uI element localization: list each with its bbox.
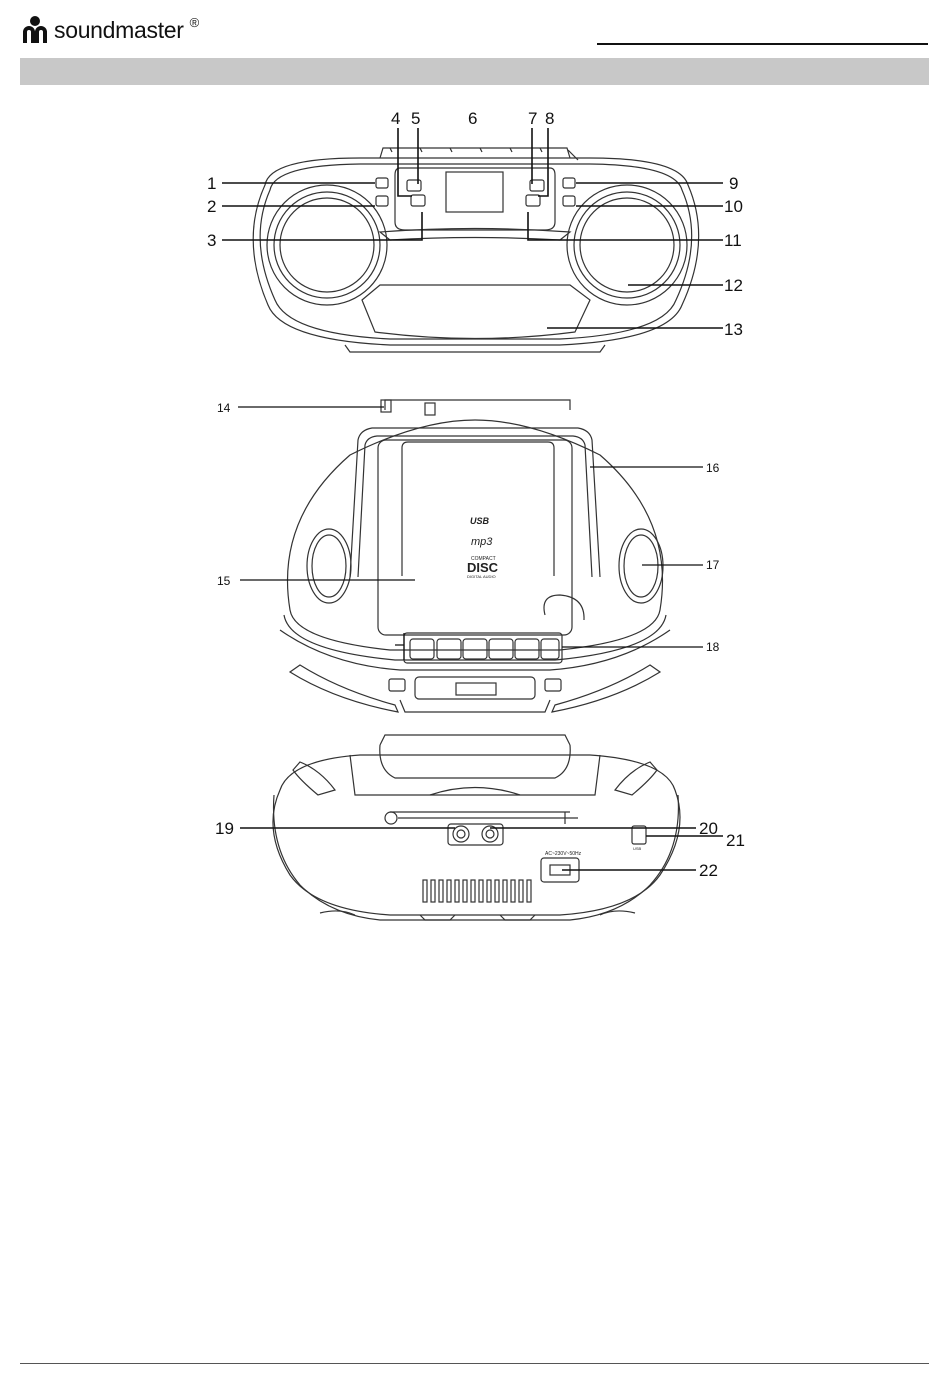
callout-5: 5 [411, 109, 420, 128]
callout-9: 9 [729, 174, 738, 193]
callout-2: 2 [207, 197, 216, 216]
usb-logo-text: USB [470, 516, 490, 526]
callout-1: 1 [207, 174, 216, 193]
callout-17: 17 [706, 558, 720, 572]
top-callout-lines [238, 407, 703, 660]
front-view [253, 148, 698, 352]
callout-12: 12 [724, 276, 743, 295]
callout-8: 8 [545, 109, 554, 128]
callout-4: 4 [391, 109, 400, 128]
footer-rule [20, 1363, 929, 1364]
callout-16: 16 [706, 461, 720, 475]
callout-6: 6 [468, 109, 477, 128]
ac-rating-text: AC~230V~50Hz [545, 851, 582, 857]
callout-10: 10 [724, 197, 743, 216]
usb-port-text: USB [633, 846, 642, 851]
callout-3: 3 [207, 231, 216, 250]
callout-21: 21 [726, 831, 745, 850]
disc-logo-text: DISC [467, 560, 499, 575]
callout-19: 19 [215, 819, 234, 838]
vent-slots [423, 880, 531, 902]
mp3-logo-text: mp3 [471, 536, 493, 548]
digital-audio-text: DIGITAL AUDIO [467, 574, 496, 579]
callout-20: 20 [699, 819, 718, 838]
callout-22: 22 [699, 861, 718, 880]
callout-14: 14 [217, 401, 231, 415]
callout-15: 15 [217, 574, 231, 588]
callout-18: 18 [706, 640, 720, 654]
callout-7: 7 [528, 109, 537, 128]
callout-13: 13 [724, 320, 743, 339]
callout-11: 11 [724, 231, 742, 250]
